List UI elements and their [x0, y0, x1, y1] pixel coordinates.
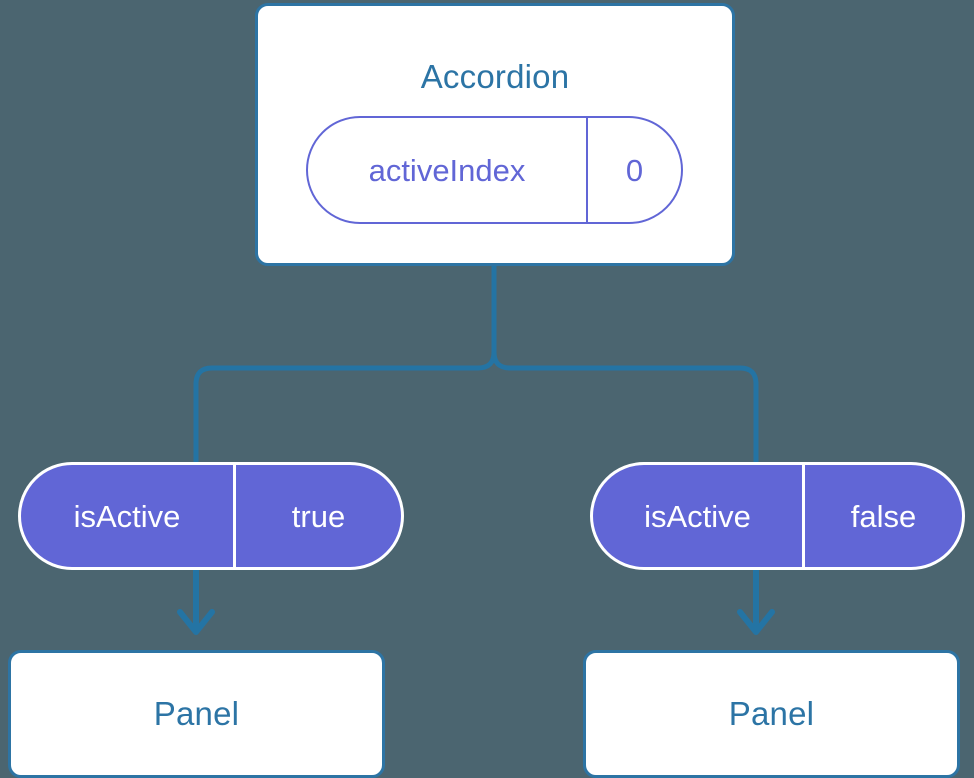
panel-component-box-right[interactable]: Panel: [583, 650, 960, 778]
arrow-right-pill-to-panel: [737, 568, 775, 635]
prop-pill-value-is-active-left: true: [233, 465, 401, 567]
tree-branch-connector: [193, 266, 497, 470]
arrow-left-pill-to-panel: [177, 568, 215, 635]
prop-pill-key-is-active-left: isActive: [73, 498, 181, 534]
prop-pill-value-is-active-right: false: [802, 465, 962, 567]
tree-branch-connector-right: [491, 266, 759, 470]
panel-title-left: Panel: [153, 695, 240, 732]
panel-title-right: Panel: [728, 695, 815, 732]
prop-pill-key-is-active-right: isActive: [644, 498, 751, 534]
panel-component-box-left[interactable]: Panel: [8, 650, 385, 778]
state-pill-key-active-index: activeIndex: [368, 152, 526, 188]
state-pill-value-active-index: 0: [586, 118, 681, 222]
state-pill-active-index[interactable]: activeIndex 0: [306, 116, 683, 224]
accordion-title: Accordion: [420, 58, 570, 95]
prop-pill-is-active-true[interactable]: isActive true: [18, 462, 404, 570]
prop-pill-is-active-false[interactable]: isActive false: [590, 462, 965, 570]
